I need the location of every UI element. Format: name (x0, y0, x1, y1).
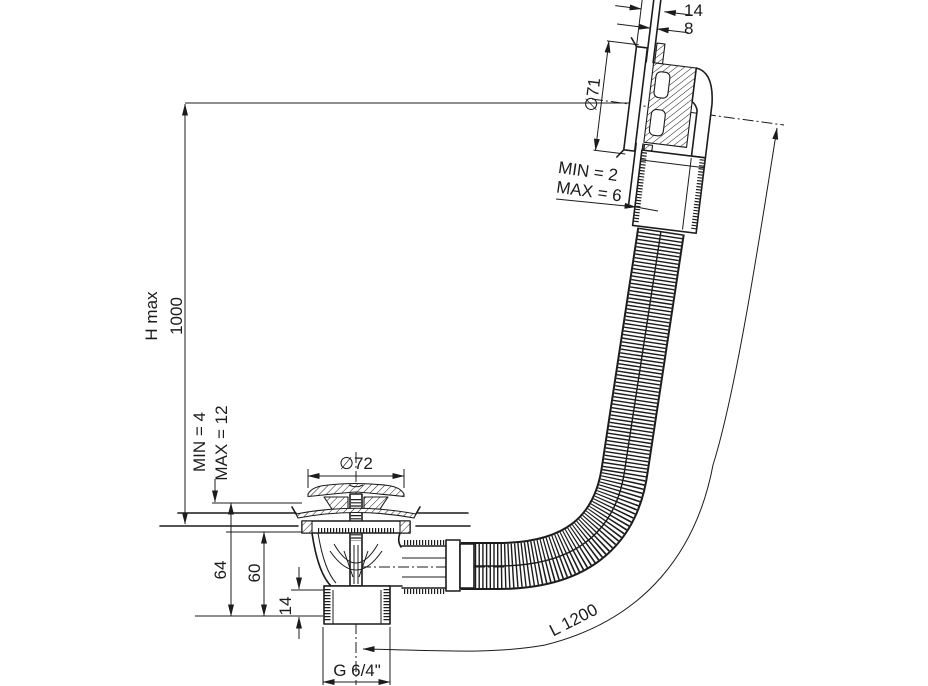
cap-diameter-label: ∅72 (339, 454, 373, 473)
nut-shoulder-line (640, 159, 705, 169)
strainer-curve-2 (329, 550, 383, 571)
outlet-thread-tube (323, 585, 391, 625)
bowl-wall-left-inner (317, 532, 337, 584)
cap-mount-right (363, 496, 389, 510)
overflow-union-nut (631, 149, 707, 235)
bowl-wall-left (311, 532, 333, 588)
dim-cap-diameter: ∅72 (307, 454, 405, 488)
nut-serration-left (633, 152, 648, 225)
upper-flange-tip-right (415, 506, 421, 515)
height-total-label: 64 (211, 561, 230, 580)
height-body-label: 60 (245, 564, 264, 583)
dim-flange-diameter: ∅71 (581, 40, 639, 155)
flange-tip-top (630, 37, 638, 48)
hose-cuff (459, 543, 475, 589)
nut-inner-pipe-line (681, 158, 692, 230)
height-max-value: 1000 (167, 297, 186, 335)
thread-size-label: G 6/4" (333, 661, 381, 680)
dim-height-max: H max 1000 (142, 102, 632, 525)
body-relief-bottom (648, 108, 666, 137)
dim-overflow-wall-thickness: MIN = 2 MAX = 6 (555, 158, 659, 212)
dia71-ext-top (606, 40, 639, 46)
bath-wall-line-outer-lower (627, 142, 637, 208)
plug-cap (307, 482, 405, 498)
dim14-arrow-right (663, 10, 693, 17)
bowl-wall-right (397, 532, 402, 548)
plug-cone-right (358, 550, 369, 578)
clamp-tab-right (399, 520, 411, 534)
overflow-depth-inner-label: 8 (684, 19, 693, 38)
dim8-arrow-right (656, 27, 689, 34)
dim-drain-heights: MIN = 4 MAX = 12 64 60 14 (190, 405, 325, 639)
floor-max-label: MAX = 12 (212, 405, 231, 480)
dia71-dimension-line (593, 40, 611, 151)
thread-length-label: 14 (276, 597, 295, 616)
upper-flange-tip-left (291, 506, 297, 515)
wall-thickness-leader-tail (635, 206, 659, 212)
bath-wall-line-inner (652, 0, 664, 64)
clamp-tab-left (301, 520, 313, 534)
wall-thickness-leader (555, 198, 637, 209)
overflow-fitting: ∅71 (581, 0, 713, 235)
dim14-arrow-left (615, 4, 642, 11)
drain-waste-assembly (291, 452, 505, 685)
height-max-label: H max (142, 291, 161, 341)
body-relief-top (653, 71, 671, 99)
overflow-depth-outer-label: 14 (684, 1, 703, 20)
dim8-arrow-left (616, 23, 651, 30)
plug-cone-left (343, 550, 354, 578)
overflow-flange (622, 45, 649, 152)
dim-overflow-depth (615, 0, 693, 45)
flange-diameter-label: ∅71 (581, 77, 604, 113)
strainer-curve-1 (333, 543, 379, 564)
cap-mount-left (323, 496, 349, 510)
dim-thread-size: G 6/4" (322, 627, 391, 685)
hose-length-label: L 1200 (546, 600, 600, 640)
flexible-hose (461, 227, 685, 590)
hose-length-dimension-line (362, 127, 779, 653)
upper-flange (295, 507, 417, 519)
clamp-screw-top (654, 42, 666, 65)
cap-dimple (348, 484, 364, 488)
flange-face-extension (636, 0, 644, 45)
hose-union-nut (445, 539, 461, 592)
floor-min-label: MIN = 4 (190, 412, 209, 472)
hose-centerline (461, 230, 662, 567)
